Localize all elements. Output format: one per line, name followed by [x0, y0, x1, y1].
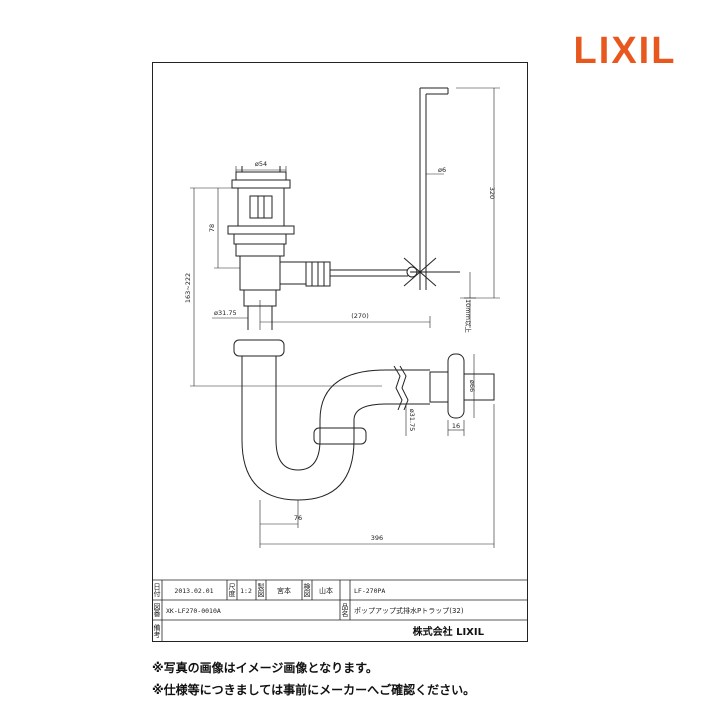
value-date: 2013.02.01: [174, 587, 213, 595]
product-code: LF-270PA: [354, 587, 385, 595]
dim-270: (270): [351, 312, 368, 320]
dim-d3175-top: ø31.75: [214, 309, 237, 317]
dim-16: 16: [452, 422, 460, 430]
value-drawn: 宮本: [277, 586, 291, 595]
p-trap-body: [241, 356, 430, 501]
label-drawn: 製図: [257, 582, 265, 598]
dim-78: 78: [208, 224, 216, 232]
drawing-number: XK-LF270-0010A: [166, 607, 221, 615]
dim-320: 320: [488, 187, 496, 199]
lixil-logo: LIXIL: [574, 30, 677, 72]
company-name: 株式会社 LIXIL: [413, 625, 485, 638]
dim-396: 396: [371, 534, 383, 542]
label-check: 検図: [303, 582, 311, 598]
label-scale: 尺度: [228, 583, 236, 598]
label-drawing-no: 図番: [153, 603, 161, 618]
title-block: 日付 2013.02.01 尺度 1:2 製図 宮本 検図 山本 LF-270P…: [152, 579, 528, 642]
trap-joint-nuts: [233, 339, 367, 445]
dim-d54: ø54: [255, 160, 267, 168]
dim-10mm: 10mm以上: [464, 299, 473, 333]
lever-connector: [279, 261, 408, 287]
dim-163-222: 163~222: [184, 273, 192, 303]
wall-flange: [429, 353, 495, 419]
dim-76: 76: [294, 514, 302, 522]
dim-d3175-trap: ø31.75: [408, 409, 416, 432]
label-name: 品名: [341, 603, 349, 618]
popup-drain-head: [227, 166, 295, 330]
value-check: 山本: [319, 586, 333, 595]
dim-d6: ø6: [438, 166, 446, 174]
drawing-sheet-frame: [152, 62, 528, 642]
label-date: 日付: [153, 583, 161, 598]
label-notes: 備考: [153, 623, 161, 639]
note-spec-disclaimer: ※仕様等につきましては事前にメーカーへご確認ください。: [152, 683, 476, 697]
dimension-lines: [190, 87, 500, 548]
popup-rod: [403, 87, 460, 290]
product-name: ポップアップ式排水Pトラップ(32): [354, 606, 464, 615]
value-scale: 1:2: [240, 587, 252, 595]
note-image-disclaimer: ※写真の画像はイメージ画像となります。: [152, 661, 378, 675]
dim-d66: ø66: [468, 380, 476, 392]
logo-text: LIXIL: [574, 30, 677, 72]
